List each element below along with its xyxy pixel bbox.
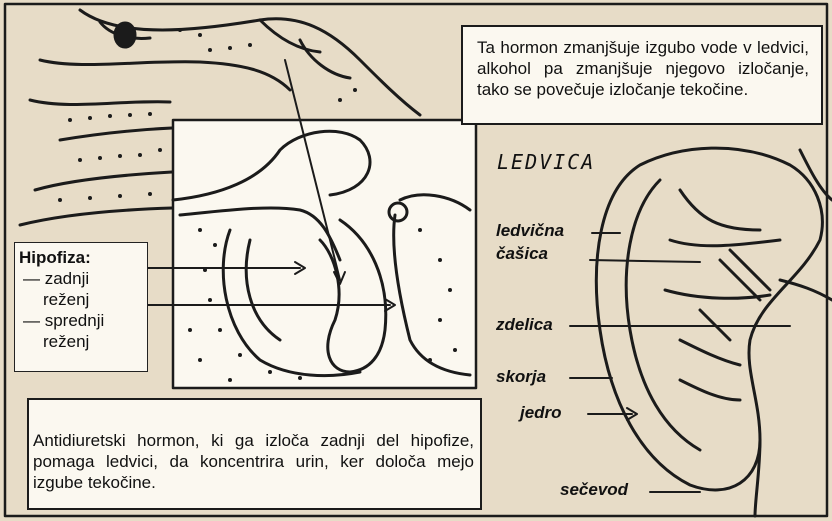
calyx-label-2: čašica [496,244,548,264]
anterior-lobe-label-b: reženj [19,331,143,352]
ureter-label: sečevod [560,480,628,500]
kidney-drawing [596,148,832,516]
hypophysis-title: Hipofiza: [19,247,143,268]
top-note-box: Ta hormon zmanjšuje izgubo vode v ledvic… [461,25,823,125]
bottom-note-box: Antidiuretski hormon, ki ga izloča zadnj… [27,398,482,510]
pelvis-label: zdelica [496,315,553,335]
posterior-lobe-label-b: reženj [19,289,143,310]
hypophysis-legend: Hipofiza: — zadnji reženj — sprednji rež… [14,242,148,372]
medulla-label: jedro [520,403,562,423]
top-note-text: Ta hormon zmanjšuje izgubo vode v ledvic… [477,37,809,100]
kidney-title: LEDVICA [497,150,595,174]
cortex-label: skorja [496,367,546,387]
bottom-note-text: Antidiuretski hormon, ki ga izloča zadnj… [33,430,474,493]
calyx-label-1: ledvična [496,221,564,241]
anterior-lobe-label-a: — sprednji [19,310,143,331]
hypophysis-inset [173,120,476,388]
posterior-lobe-label-a: — zadnji [19,268,143,289]
